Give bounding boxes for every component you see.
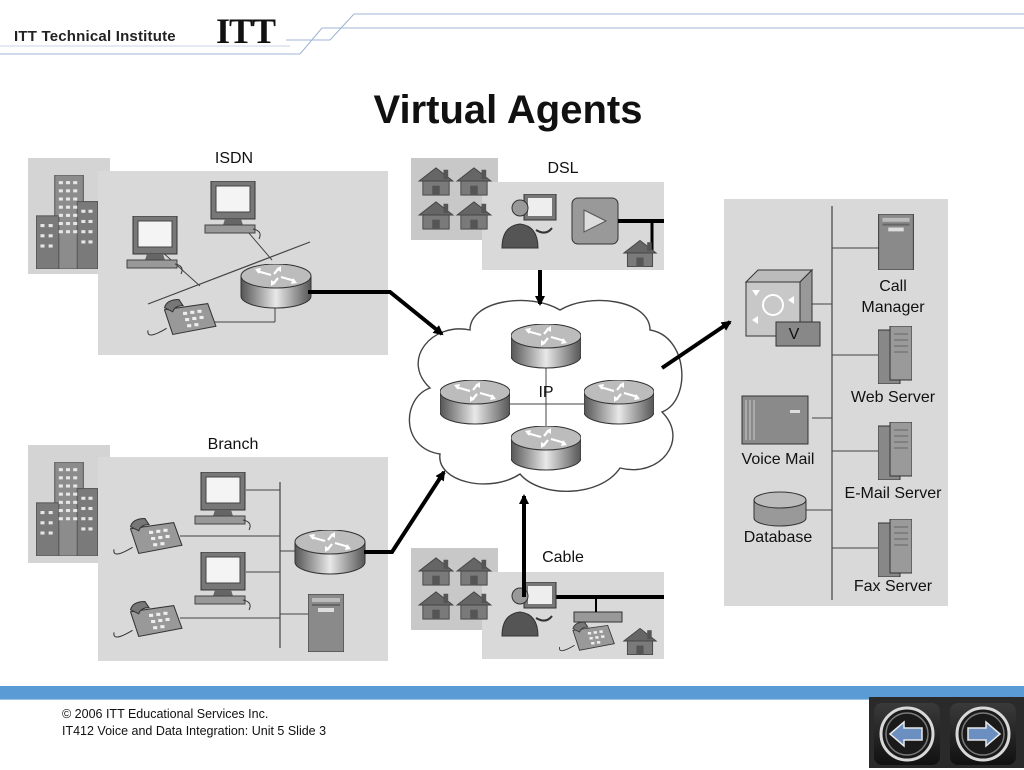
label-cable: Cable <box>542 549 584 566</box>
label-branch: Branch <box>207 436 259 453</box>
branch-pc-1-icon <box>194 472 251 531</box>
ip-router-bottom-icon <box>511 426 581 472</box>
branch-router-icon <box>294 530 366 576</box>
label-fax-server: Fax Server <box>853 578 933 595</box>
cable-modem-icon <box>573 611 623 623</box>
isdn-pc-1-icon <box>126 216 183 275</box>
label-call-manager-2: Manager <box>861 299 925 316</box>
branch-pc-2-icon <box>194 552 251 611</box>
label-ip: IP <box>538 384 554 401</box>
arrow-right-icon <box>955 706 1011 762</box>
back-button[interactable] <box>874 703 940 765</box>
voice-mail-icon <box>741 395 809 445</box>
label-call-manager-1: Call <box>879 278 907 295</box>
brand-name: ITT Technical Institute <box>14 28 176 45</box>
ip-router-left-icon <box>440 380 510 426</box>
call-manager-icon <box>878 214 914 270</box>
footer-divider <box>0 699 1024 700</box>
label-email-server: E-Mail Server <box>844 485 942 502</box>
label-voice-gateway: V <box>788 326 800 343</box>
label-web-server: Web Server <box>850 389 936 406</box>
label-database: Database <box>743 529 813 546</box>
arrow-left-icon <box>879 706 935 762</box>
voice-gateway-icon <box>744 268 821 347</box>
label-isdn: ISDN <box>214 150 254 167</box>
footer-bar <box>0 686 1024 699</box>
brand-logo: ITT <box>216 11 276 51</box>
database-icon <box>753 491 807 527</box>
footer-copyright: © 2006 ITT Educational Services Inc. <box>62 707 269 721</box>
forward-button[interactable] <box>950 703 1016 765</box>
label-dsl: DSL <box>547 160 579 177</box>
arrow-isdn-to-ip <box>308 290 444 336</box>
label-voice-mail: Voice Mail <box>741 451 815 468</box>
slide-header: ITT Technical Institute ITT <box>0 0 1024 62</box>
email-server-icon <box>878 422 912 480</box>
arrow-ip-to-datacenter <box>660 320 732 370</box>
slide-title: Virtual Agents <box>373 88 643 132</box>
header-decoration <box>0 13 1024 55</box>
isdn-router-icon <box>240 264 312 310</box>
web-server-icon <box>878 326 912 384</box>
isdn-pc-2-icon <box>204 181 261 240</box>
ip-router-right-icon <box>584 380 654 426</box>
ip-router-top-icon <box>511 324 581 370</box>
footer-course: IT412 Voice and Data Integration: Unit 5… <box>62 724 327 738</box>
arrow-branch-to-ip <box>364 470 446 554</box>
fax-server-icon <box>878 519 912 577</box>
branch-server-icon <box>308 594 344 652</box>
